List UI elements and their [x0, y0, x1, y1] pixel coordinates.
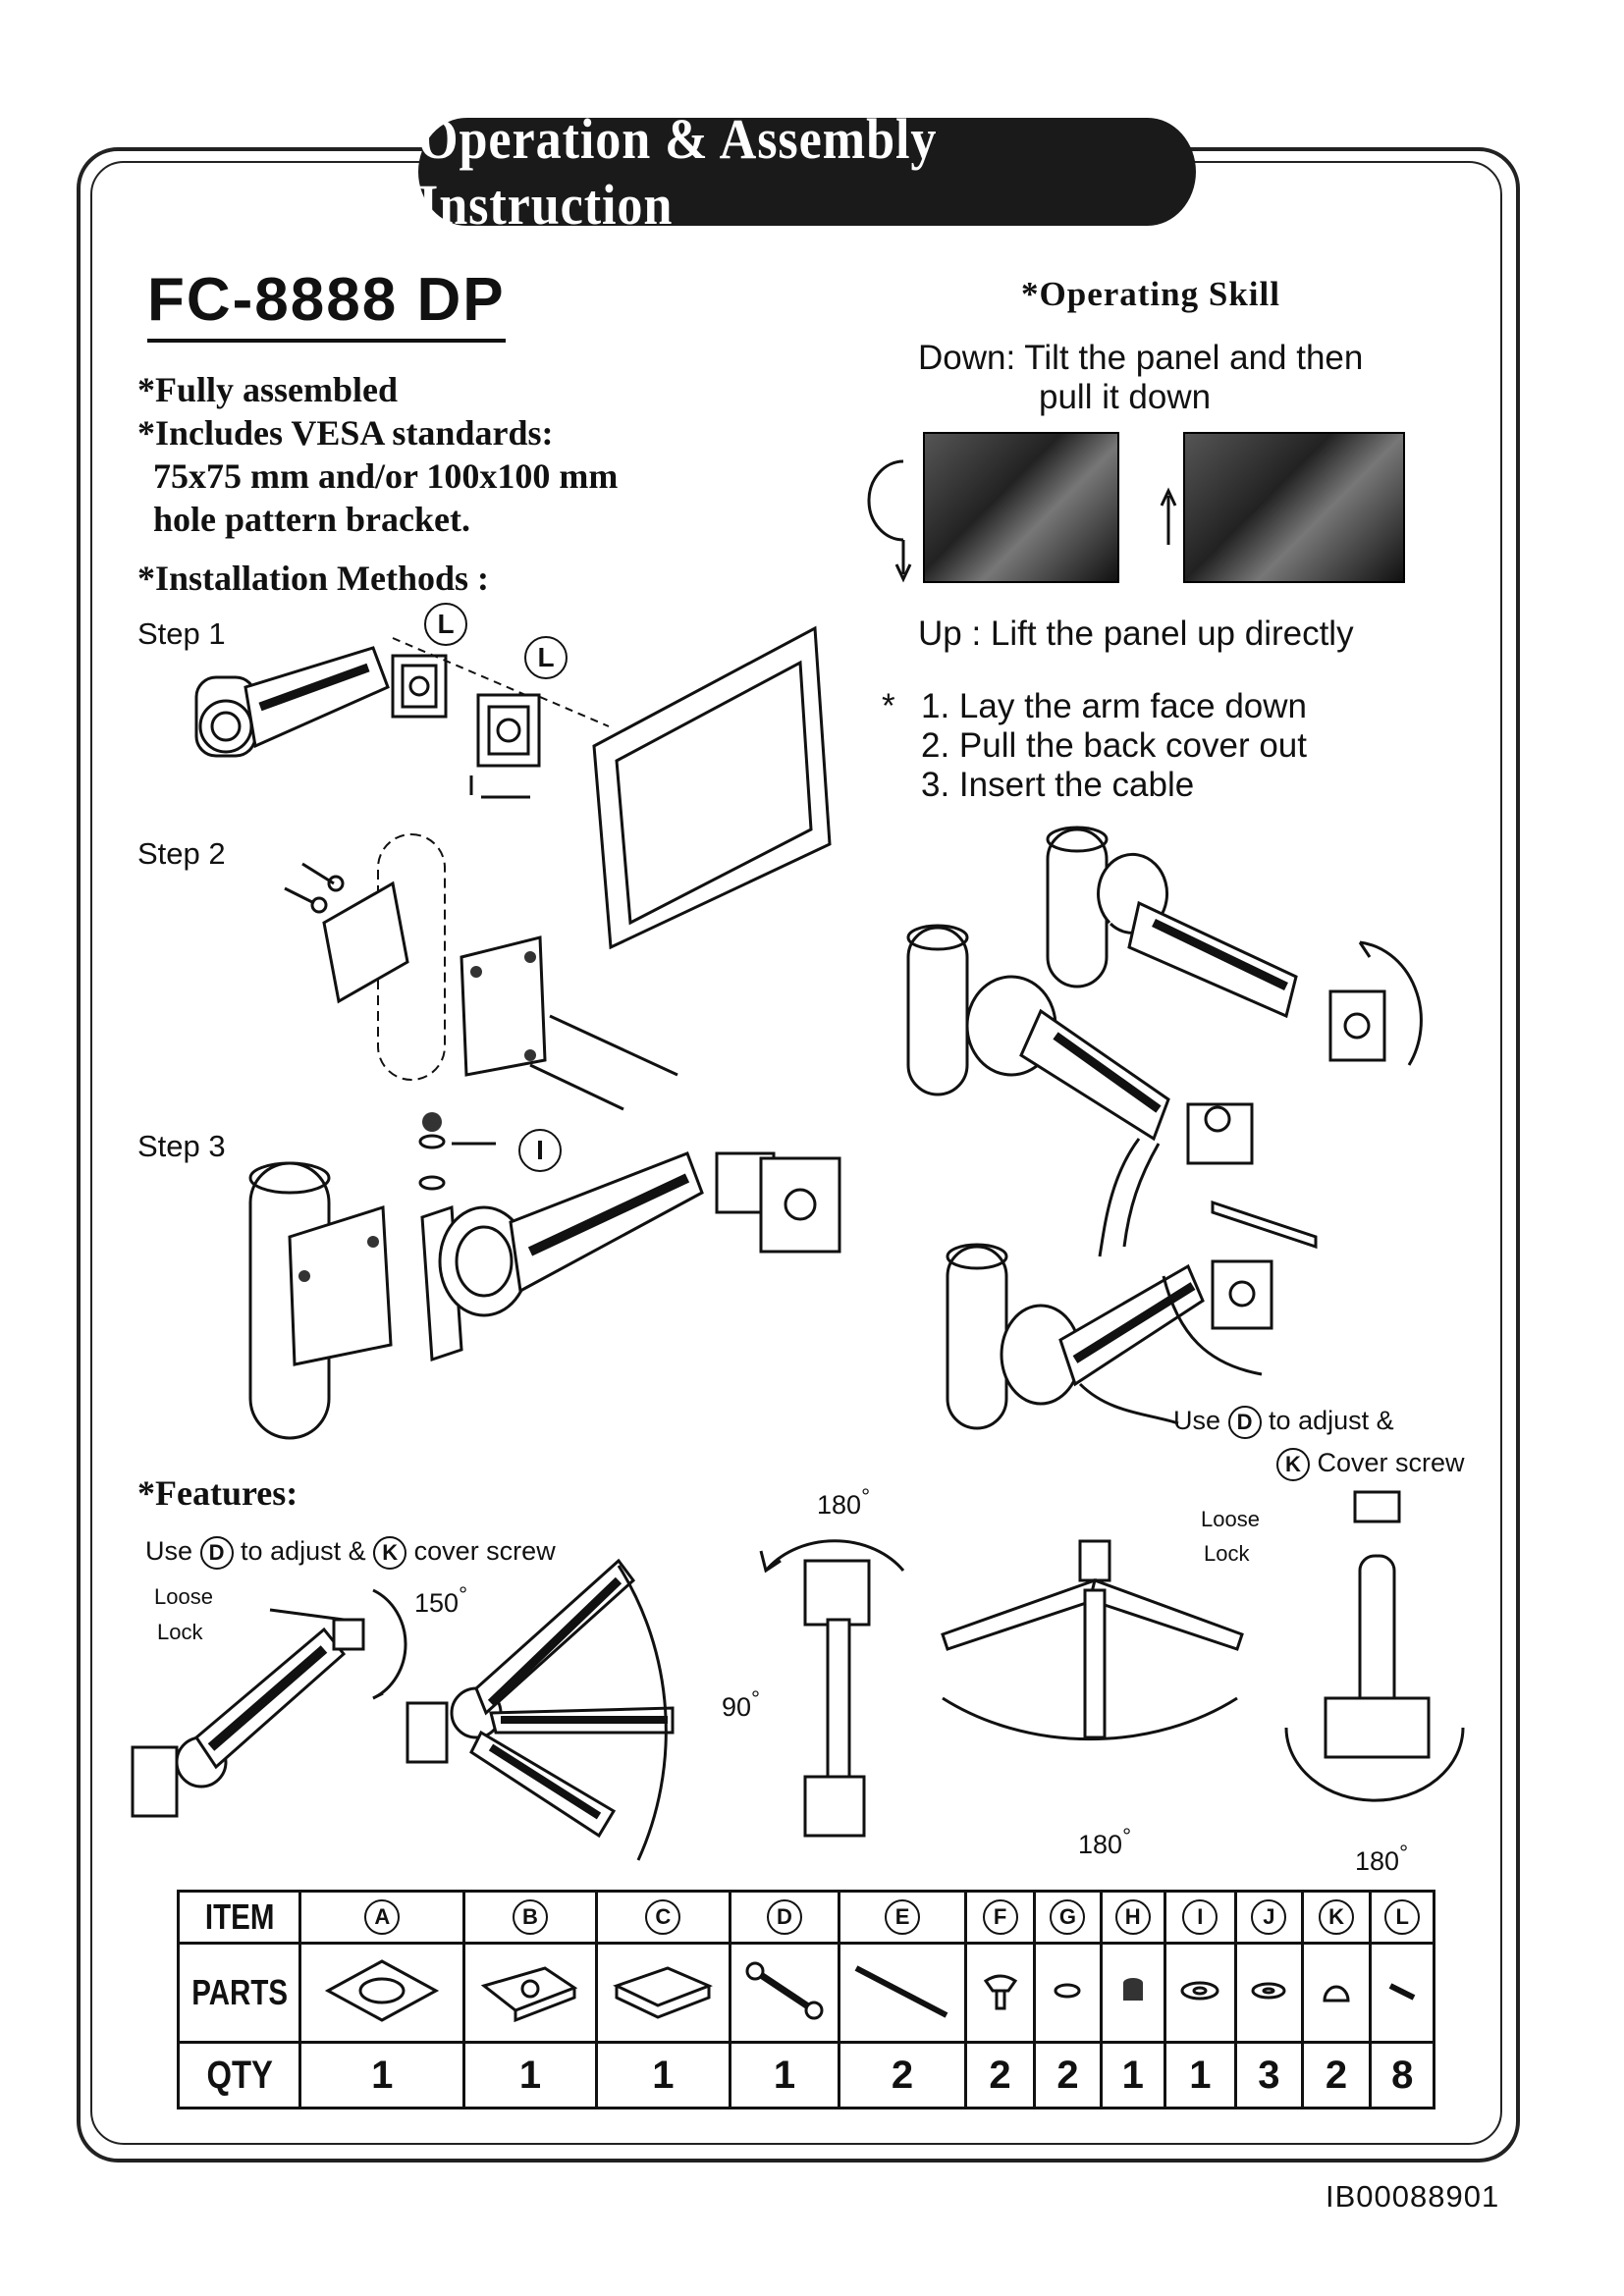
cable-instructions: * 1. Lay the arm face down 2. Pull the b… — [882, 687, 1307, 805]
part-h-icon — [1100, 1942, 1166, 2044]
loose-label-right: Loose — [1201, 1507, 1260, 1531]
qty-h: 1 — [1100, 2041, 1166, 2109]
feature-line-2: *Includes VESA standards: — [137, 413, 554, 453]
qty-row: QTY 1 1 1 1 2 2 2 1 1 3 2 8 — [179, 2041, 1435, 2109]
qty-d: 1 — [729, 2041, 840, 2109]
feature-line-4: hole pattern bracket. — [153, 500, 470, 539]
cable-step-3: 3. Insert the cable — [921, 766, 1195, 804]
feature-adjust-use: Use — [145, 1536, 193, 1567]
parts-row: PARTS — [179, 1942, 1435, 2044]
part-i-icon — [1163, 1942, 1238, 2044]
qty-l: 8 — [1369, 2041, 1435, 2109]
cable-adjust-to: to adjust & — [1269, 1406, 1394, 1436]
angle-180-top: 180° — [817, 1484, 871, 1520]
cable-adjust-use: Use — [1173, 1406, 1221, 1436]
cable-adjust-caption: Use D to adjust & — [1173, 1406, 1394, 1439]
banner-title: Operation & Assembly Instruction — [418, 107, 1196, 237]
cable-step-2: 2. Pull the back cover out — [921, 726, 1307, 765]
part-b-icon — [462, 1942, 598, 2044]
step-1-label: Step 1 — [137, 616, 226, 651]
item-label: ITEM — [188, 1890, 291, 1945]
angle-150: 150° — [414, 1582, 468, 1618]
operating-down-line-1: Down: Tilt the panel and then — [918, 339, 1364, 377]
parts-table: ITEM A B C D E F G H I J K L PARTS QTY 1… — [177, 1890, 1435, 2109]
part-f-icon — [964, 1942, 1036, 2044]
item-k: K — [1319, 1899, 1355, 1935]
qty-f: 2 — [964, 2041, 1036, 2109]
feature-adjust-k-icon: K — [373, 1536, 407, 1570]
lock-label-right: Lock — [1204, 1541, 1250, 1566]
part-k-icon — [1300, 1942, 1373, 2044]
part-g-icon — [1032, 1942, 1104, 2044]
feature-adjust-cover: cover screw — [413, 1536, 556, 1567]
item-h: H — [1114, 1899, 1151, 1935]
loose-label-left: Loose — [154, 1584, 213, 1609]
feature-adjust-to: to adjust & — [241, 1536, 366, 1567]
cable-adjust-cover: Cover screw — [1317, 1448, 1465, 1478]
operating-up-line: Up : Lift the panel up directly — [918, 614, 1354, 653]
lock-label-left: Lock — [157, 1620, 203, 1644]
part-a-icon — [298, 1942, 466, 2044]
qty-b: 1 — [462, 2041, 598, 2109]
callout-i: I — [518, 1129, 562, 1172]
photo-lift-up — [1183, 432, 1405, 583]
qty-c: 1 — [594, 2041, 732, 2109]
item-e: E — [885, 1899, 921, 1935]
feature-line-3: 75x75 mm and/or 100x100 mm — [153, 456, 619, 496]
item-g: G — [1050, 1899, 1086, 1935]
part-l-icon — [1369, 1942, 1435, 2044]
item-a: A — [364, 1899, 401, 1935]
part-e-icon — [837, 1942, 968, 2044]
qty-g: 2 — [1032, 2041, 1104, 2109]
operating-skill-heading: *Operating Skill — [1021, 275, 1280, 313]
item-j: J — [1251, 1899, 1287, 1935]
cable-adjust-caption-2: K Cover screw — [1276, 1448, 1465, 1481]
parts-label: PARTS — [188, 1942, 291, 2044]
cable-note-star: * — [882, 687, 895, 725]
feature-adjust-d-icon: D — [199, 1536, 234, 1570]
qty-k: 2 — [1300, 2041, 1373, 2109]
document-id: IB00088901 — [1326, 2179, 1500, 2214]
cable-adjust-k-icon: K — [1276, 1448, 1310, 1481]
item-d: D — [766, 1899, 802, 1935]
angle-90: 90° — [722, 1686, 761, 1722]
item-i: I — [1182, 1899, 1218, 1935]
qty-i: 1 — [1163, 2041, 1238, 2109]
angle-180-right: 180° — [1355, 1841, 1409, 1876]
feature-adjust-caption: Use D to adjust & K cover screw — [145, 1536, 556, 1570]
features-heading: *Features: — [137, 1473, 298, 1513]
features-list: *Fully assembled *Includes VESA standard… — [137, 368, 618, 541]
item-f: F — [982, 1899, 1018, 1935]
qty-j: 3 — [1234, 2041, 1304, 2109]
part-c-icon — [594, 1942, 732, 2044]
part-d-icon — [729, 1942, 840, 2044]
operating-down-line-2: pull it down — [1039, 378, 1212, 416]
model-number: FC-8888 DP — [147, 265, 506, 343]
feature-line-1: *Fully assembled — [137, 370, 399, 409]
callout-l-1: L — [424, 603, 467, 646]
item-l: L — [1384, 1899, 1421, 1935]
part-j-icon — [1234, 1942, 1304, 2044]
item-c: C — [645, 1899, 681, 1935]
photo-tilt-down — [923, 432, 1119, 583]
installation-heading: *Installation Methods : — [137, 559, 490, 598]
step-3-label: Step 3 — [137, 1129, 226, 1163]
qty-a: 1 — [298, 2041, 466, 2109]
item-b: B — [513, 1899, 548, 1935]
angle-180-mid: 180° — [1078, 1824, 1132, 1859]
qty-label: QTY — [188, 2041, 291, 2109]
item-row: ITEM A B C D E F G H I J K L — [179, 1890, 1435, 1945]
cable-adjust-d-icon: D — [1227, 1406, 1262, 1439]
step-2-label: Step 2 — [137, 836, 226, 871]
qty-e: 2 — [837, 2041, 968, 2109]
cable-step-1: 1. Lay the arm face down — [921, 687, 1307, 725]
callout-l-2: L — [524, 636, 568, 679]
